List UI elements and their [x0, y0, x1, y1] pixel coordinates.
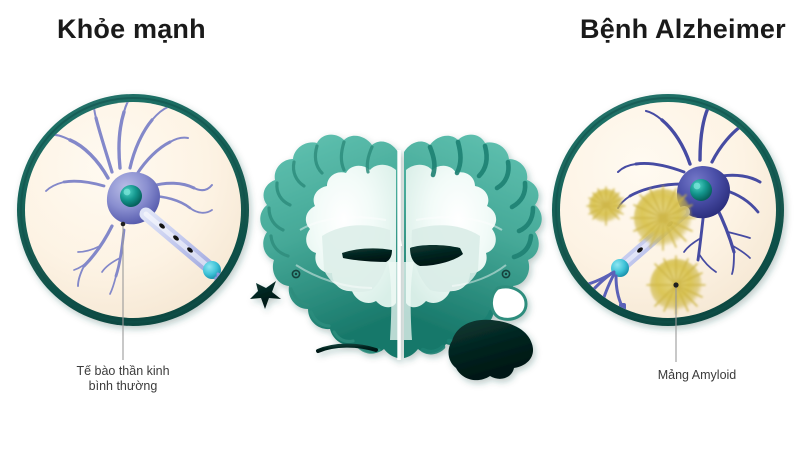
caption-normal-neuron: Tế bào thần kinh bình thường	[76, 364, 170, 393]
title-alzheimer: Bệnh Alzheimer	[580, 14, 786, 44]
caption-amyloid-plaque: Mảng Amyloid	[657, 368, 737, 382]
amyloid-plaque	[586, 186, 626, 226]
alzheimer-neuron-magnifier	[552, 94, 784, 326]
amyloid-plaque-group	[586, 185, 706, 315]
brain-left-hemisphere	[250, 134, 398, 358]
myelinated-axon	[139, 207, 241, 312]
brain-right-hemisphere	[404, 134, 542, 381]
amyloid-plaque	[630, 185, 696, 251]
amyloid-plaque	[646, 255, 706, 315]
brain-coronal-section	[250, 134, 542, 381]
alzheimer-neuron	[576, 102, 762, 310]
leader-anchor-healthy	[120, 221, 126, 227]
leader-anchor-disease	[673, 282, 679, 288]
healthy-neuron	[45, 102, 241, 312]
healthy-neuron-magnifier	[17, 94, 249, 326]
leader-lines	[120, 221, 679, 362]
title-healthy: Khỏe mạnh	[57, 14, 206, 44]
